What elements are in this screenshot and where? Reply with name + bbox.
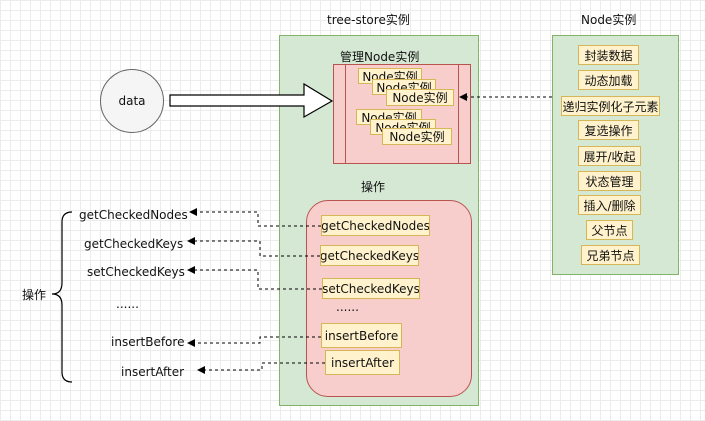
left-op-get-checked-keys: getCheckedKeys	[84, 237, 184, 251]
left-op-set-checked-keys: setCheckedKeys	[87, 265, 185, 279]
tree-store-title: tree-store实例	[327, 13, 410, 27]
ops-title: 操作	[361, 180, 386, 194]
node-instance-box: Node实例	[386, 89, 454, 106]
connector-insert-before	[187, 336, 321, 347]
op-ellipsis: ......	[336, 300, 359, 314]
connector-get-checked-keys	[187, 237, 320, 257]
data-circle: data	[100, 69, 164, 133]
mgmt-left-divider	[345, 65, 346, 163]
node-instance-title: Node实例	[581, 13, 637, 27]
op-box-insert-before: insertBefore	[321, 323, 402, 348]
feature-check-operations: 复选操作	[578, 120, 639, 140]
connector-insert-after	[197, 362, 325, 374]
left-op-get-checked-nodes: getCheckedNodes	[79, 208, 188, 222]
op-box-insert-after: insertAfter	[325, 350, 400, 375]
left-brace	[51, 211, 73, 383]
op-box-get-checked-keys: getCheckedKeys	[320, 245, 419, 266]
feature-expand-collapse: 展开/收起	[578, 146, 641, 166]
op-box-get-checked-nodes: getCheckedNodes	[321, 215, 430, 236]
left-op-insert-before: insertBefore	[111, 335, 185, 349]
feature-sibling-node: 兄弟节点	[581, 245, 640, 265]
left-op-ellipsis: ......	[116, 297, 139, 311]
left-ops-label: 操作	[22, 288, 47, 302]
feature-insert-delete: 插入/删除	[578, 195, 641, 215]
left-op-insert-after: insertAfter	[121, 365, 185, 379]
feature-encapsulate-data: 封装数据	[578, 45, 639, 65]
mgmt-right-divider	[458, 65, 459, 163]
mgmt-title: 管理Node实例	[340, 50, 420, 64]
feature-recursive-children: 递归实例化子元素	[561, 96, 660, 116]
feature-state-management: 状态管理	[578, 171, 641, 191]
data-flow-arrow	[169, 82, 334, 119]
feature-dynamic-load: 动态加载	[578, 70, 639, 90]
connector-get-checked-nodes	[189, 208, 321, 227]
node-instance-box: Node实例	[382, 128, 452, 145]
feature-parent-node: 父节点	[586, 220, 633, 240]
connector-set-checked-keys	[187, 266, 322, 290]
op-box-set-checked-keys: setCheckedKeys	[322, 278, 420, 299]
data-label: data	[118, 94, 146, 108]
